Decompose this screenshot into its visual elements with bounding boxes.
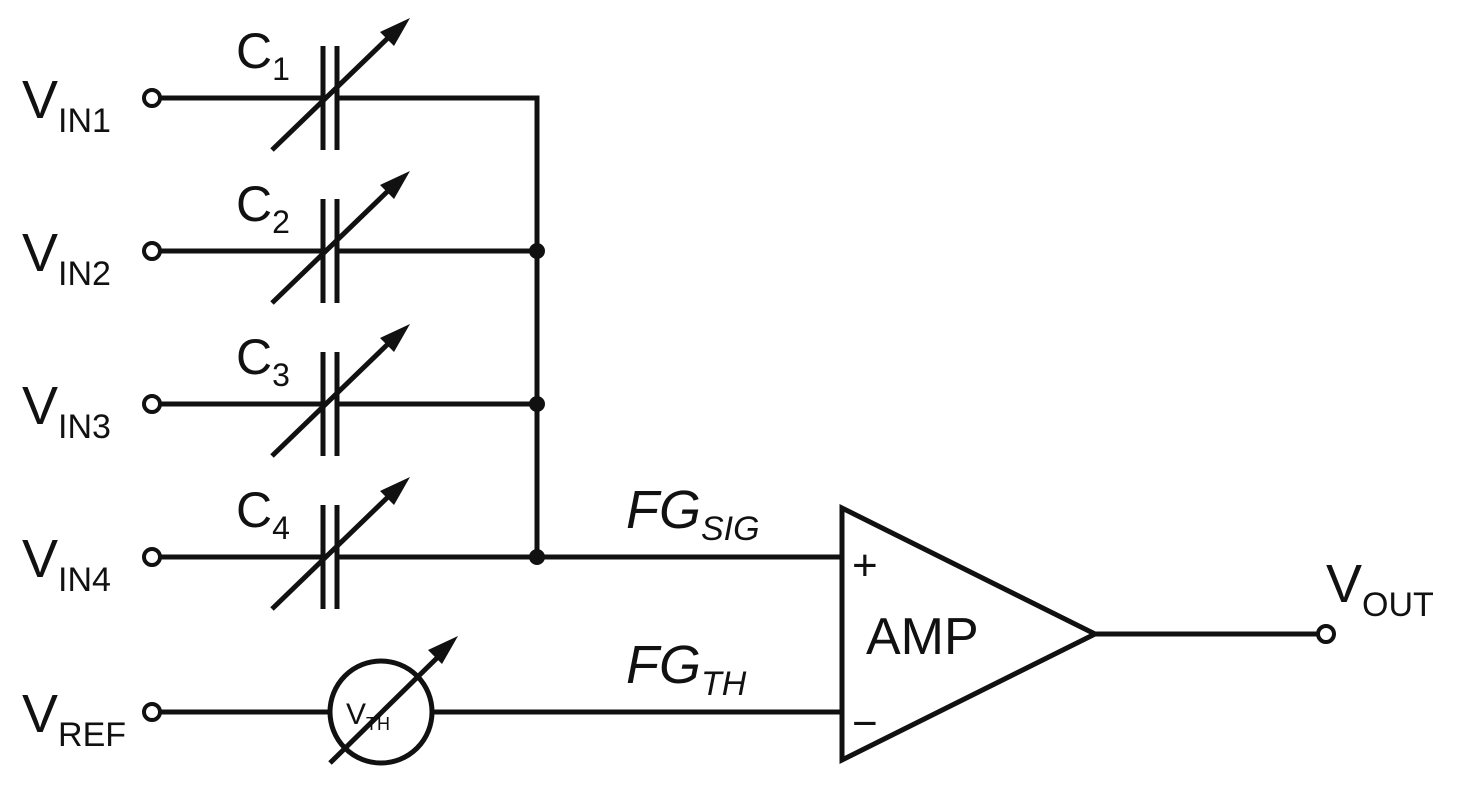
label-vref: VREF bbox=[22, 684, 126, 754]
label-vin4: VIN4 bbox=[22, 529, 111, 599]
junction-dot bbox=[529, 549, 545, 565]
vth-adjust-arrow bbox=[328, 653, 442, 765]
input-wires bbox=[157, 95, 1321, 715]
capacitor-c3 bbox=[272, 324, 410, 456]
junction-dot bbox=[529, 396, 545, 412]
amp-minus-sign: − bbox=[852, 699, 878, 748]
amplifier: + − AMP bbox=[839, 503, 1101, 765]
amp-label: AMP bbox=[866, 608, 979, 666]
terminal-vin4 bbox=[142, 547, 162, 567]
label-c2: C2 bbox=[236, 176, 290, 240]
terminal-vin1 bbox=[142, 88, 162, 108]
amp-plus-sign: + bbox=[852, 541, 878, 590]
terminal-vin2 bbox=[142, 241, 162, 261]
label-vin3: VIN3 bbox=[22, 376, 111, 446]
capacitor-c2 bbox=[272, 171, 410, 303]
terminal-vin3 bbox=[142, 394, 162, 414]
label-vout: VOUT bbox=[1326, 554, 1434, 624]
terminal-vref bbox=[142, 702, 162, 722]
label-c3: C3 bbox=[236, 329, 290, 393]
vth-label-main: V bbox=[346, 698, 366, 731]
label-c4: C4 bbox=[236, 482, 290, 546]
label-fg-th: FGTH bbox=[626, 635, 747, 703]
vth-label-sub: TH bbox=[366, 714, 390, 734]
capacitor-c1 bbox=[272, 18, 410, 150]
label-c1: C1 bbox=[236, 23, 290, 87]
label-fg-sig: FGSIG bbox=[626, 480, 760, 548]
junction-dot bbox=[529, 243, 545, 259]
vth-arrow-head bbox=[428, 636, 458, 664]
label-vin2: VIN2 bbox=[22, 223, 111, 293]
amplifier-triangle bbox=[839, 503, 1101, 765]
label-vin1: VIN1 bbox=[22, 70, 111, 140]
threshold-source: VTH bbox=[327, 636, 458, 766]
capacitor-c4 bbox=[272, 477, 410, 609]
terminal-vout bbox=[1316, 624, 1336, 644]
vth-label: VTH bbox=[346, 698, 390, 734]
